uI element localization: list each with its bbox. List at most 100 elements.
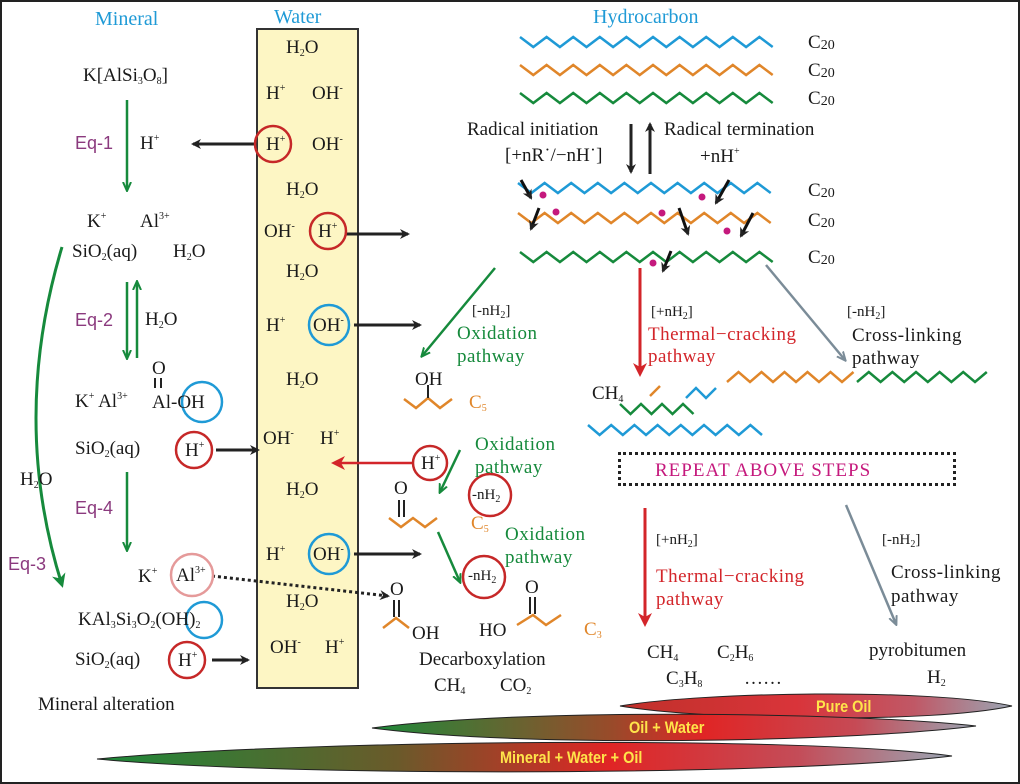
chain-label: C20 [808,60,835,81]
radical-site-dot [649,259,657,267]
proton-circle [253,124,293,164]
band-mineral-water-oil [96,741,953,773]
aloh-formula: Al-OH [152,393,205,412]
chain-label: C20 [808,88,835,109]
ketone-oxygen: O [394,478,408,499]
c5-label: C5 [471,513,489,535]
water-proton: H+ [266,134,286,155]
water-proton: H+ [318,221,338,242]
water-hydroxide: OH- [264,221,295,242]
potassium-aluminium-ions: K+ Al3+ [75,391,128,412]
cross-linking-condition: [-nH2] [847,304,886,322]
gas-product-ellipsis: …… [744,668,782,689]
eq2-label: Eq-2 [75,310,114,330]
c3-label: C3 [584,619,602,641]
silica-aq-3: SiO2(aq) [75,649,141,671]
aluminium-circle [169,552,215,598]
oxidation-pathway-arrow [422,267,496,356]
radical-chain-label: C20 [808,210,835,231]
mineral-alteration-caption: Mineral alteration [38,694,175,715]
water-h2o: H2O [286,37,319,59]
radical-initiation-condition: [+nR˙/−nH˙] [505,145,603,166]
hydrocarbon-chain [519,35,774,49]
hydrocarbon-chain [519,91,774,105]
hydroxide-circle [180,380,224,424]
water-proton: H+ [266,83,286,104]
header-hydrocarbon: Hydrocarbon [593,6,699,28]
potassium-ion: K+ [87,211,107,232]
eq1-reagent: H+ [140,133,160,154]
dehydrogenation-label: -nH2 [472,487,501,505]
acid-oxygen: O [525,577,539,598]
cracked-fragment [587,423,763,437]
cross-linking-condition: [-nH2] [882,532,921,550]
header-water: Water [274,6,322,28]
cracked-fragment [619,402,695,416]
radical-attack-arrow [661,250,673,273]
radical-attack-arrow [529,207,541,231]
eq3-label: Eq-3 [8,554,47,574]
proton-circle [167,640,207,680]
aloh-hydroxyl: OH [177,392,205,413]
radical-termination-label: Radical termination [664,119,815,140]
dehydrogenation-circle [467,472,513,518]
water-column [256,28,359,689]
cracked-fragment [685,386,717,400]
dehydrogenation-circle [461,554,507,600]
cross-linking-label: pathway [852,348,920,369]
aloh-al: Al- [152,392,178,413]
proton-attack: H+ [421,453,441,474]
water-hydroxide: OH- [313,315,344,336]
cross-linking-label: pathway [891,586,959,607]
oxidation-pathway-label: pathway [505,547,573,568]
potassium-ion-3: K+ [138,566,158,587]
radical-attack-arrow [739,212,755,238]
alcohol-oh: OH [415,369,443,390]
radical-chain-label: C20 [808,247,835,268]
acid-hydroxyl: OH [412,623,440,644]
decarboxylation-product: CO2 [500,675,532,697]
band-label-oil-water: Oil + Water [629,718,705,737]
water-hydroxide: OH- [313,544,344,565]
gas-product: C3H8 [666,668,703,690]
cross-linking-arrow-2 [844,504,896,624]
thermal-cracking-condition: [+nH2] [651,304,693,322]
radical-chain [517,211,772,225]
cracked-fragment [649,385,661,397]
radical-site-dot [539,191,547,199]
c5-label: C5 [469,392,487,414]
cross-linked-chain [726,370,855,384]
aluminium-ion-3: Al3+ [176,565,206,586]
eq3-curved-arrow [34,246,66,588]
pentanol-skeleton [403,396,453,410]
radical-attack-arrow [714,179,731,205]
band-label-mineral-water-oil: Mineral + Water + Oil [500,748,643,767]
water-proton: H+ [266,544,286,565]
cross-linking-arrow [765,264,845,360]
oxidation-pathway-label: Oxidation [457,323,538,344]
water-h2o: H2O [286,369,319,391]
radical-attack-arrow [519,179,533,200]
eq2-reagent: H2O [145,309,178,331]
oxidation-pathway-label: pathway [457,346,525,367]
water-proton: H+ [266,315,286,336]
silica-aq-2: SiO2(aq) [75,438,141,460]
silica-aq: SiO2(aq) [72,241,138,263]
aloh-oxygen: O [152,358,166,379]
oxidation-condition: [-nH2] [472,303,511,321]
cross-linked-chain [856,370,988,384]
band-oil-water [371,713,977,742]
radical-attack-arrow [677,207,691,236]
water-hydroxide: OH- [263,428,294,449]
acetic-acid-skeleton [382,616,410,629]
decarboxylation-product: CH4 [434,675,466,697]
acid-hydroxyl: HO [479,620,507,641]
thermal-cracking-label: Thermal−cracking [648,324,797,345]
proton-circle [411,444,449,482]
radical-chain-label: C20 [808,180,835,201]
kaolinite-like-formula: KAl3Si3O2(OH)2 [78,609,201,631]
radical-site-dot [723,227,731,235]
hydroxide-circle [307,532,351,576]
hydrogen-product: H2 [927,667,946,689]
